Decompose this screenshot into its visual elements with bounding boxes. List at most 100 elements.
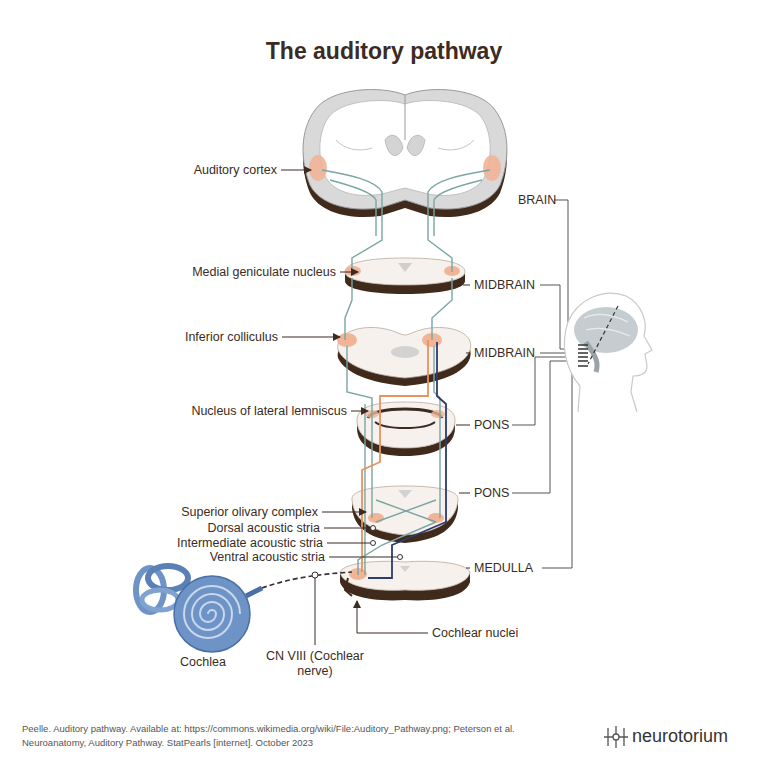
midbrain-slice (391, 346, 419, 358)
brain-section (483, 155, 501, 181)
leader-line (463, 285, 470, 286)
midbrain-slice (337, 333, 357, 347)
logo-mark (604, 726, 628, 748)
brain-section (303, 90, 507, 218)
leader-line (459, 493, 470, 494)
structure-label: Auditory cortex (194, 163, 277, 178)
cochlea-illustration (174, 576, 250, 652)
midbrain-slice (345, 266, 361, 276)
leader-line (327, 543, 370, 544)
leader-line (466, 568, 470, 569)
source-caption: Peelle. Auditory pathway. Available at: … (22, 722, 567, 750)
structure-label: Dorsal acoustic stria (207, 521, 320, 536)
level-label: MEDULLA (474, 561, 533, 576)
stria-marker (371, 541, 376, 546)
brain-section (309, 155, 327, 181)
level-bracket (512, 357, 578, 425)
auditory-pathway (322, 170, 490, 578)
level-bracket (542, 366, 578, 568)
level-tick (578, 345, 588, 366)
level-label: PONS (474, 418, 509, 433)
leader-line (315, 578, 316, 645)
logo-mark (613, 734, 619, 740)
cochlea-illustration (148, 566, 188, 590)
structure-label: Cochlea (180, 655, 226, 670)
midbrain-slice (337, 327, 471, 386)
leader-line (357, 601, 428, 633)
level-tick (578, 345, 588, 366)
medulla-slice (345, 578, 352, 596)
structure-label: Nucleus of lateral lemniscus (191, 404, 347, 419)
head-silhouette (574, 307, 638, 353)
brain-section (336, 140, 372, 150)
head-silhouette (564, 293, 652, 412)
cochlea-illustration (246, 588, 262, 596)
brain-section (385, 135, 403, 155)
structure-label: Inferior colliculus (185, 330, 278, 345)
medulla-slice (400, 566, 410, 572)
auditory-pathway (368, 342, 446, 578)
cochlear-nerve (262, 572, 352, 588)
leader-line (456, 425, 470, 426)
level-label: MIDBRAIN (474, 346, 535, 361)
brain-section (407, 135, 425, 155)
auditory-pathway (364, 404, 365, 575)
auditory-pathway (322, 170, 382, 272)
stria-marker (371, 526, 403, 560)
stria-marker (398, 555, 403, 560)
brain-section (438, 140, 474, 150)
structure-label: Intermediate acoustic stria (177, 536, 323, 551)
midbrain-slice (398, 263, 412, 272)
leader-line (281, 170, 311, 171)
midbrain-slice (338, 327, 471, 378)
medulla-slice (340, 561, 470, 600)
pons-slice (375, 422, 435, 428)
midbrain-slice (345, 258, 465, 294)
cochlear-nerve (312, 572, 318, 578)
brain-section (303, 90, 507, 210)
auditory-pathway (358, 522, 436, 575)
diagram-title: The auditory pathway (266, 38, 502, 66)
leader-line (340, 272, 358, 273)
auditory-pathway (330, 180, 376, 236)
leader-line (282, 337, 340, 338)
structure-label: Cochlear nuclei (432, 626, 518, 641)
midbrain-slice (345, 258, 465, 285)
pons-slice (431, 410, 445, 418)
cochlea-illustration (136, 566, 262, 652)
level-bracket (512, 361, 578, 493)
cochlea-illustration (184, 586, 240, 638)
auditory-pathway (347, 346, 372, 518)
logo-mark (604, 726, 628, 748)
level-label: PONS (474, 486, 509, 501)
structure-label: CN VIII (Cochlear nerve) (263, 649, 367, 679)
stria-marker (371, 526, 376, 531)
auditory-pathway (345, 278, 352, 340)
structure-label: Superior olivary complex (181, 505, 318, 520)
level-label: MIDBRAIN (474, 278, 535, 293)
leader-line (329, 557, 397, 558)
head-silhouette (584, 315, 630, 336)
level-bracket (512, 200, 578, 568)
level-label: BRAIN (518, 193, 556, 208)
leader-line (322, 512, 366, 513)
head-silhouette (564, 293, 652, 412)
leader-line (466, 353, 470, 354)
auditory-pathway (376, 500, 436, 522)
auditory-pathway (362, 340, 428, 572)
brain-section (405, 95, 406, 140)
auditory-pathway (434, 180, 482, 236)
leader-line (351, 411, 368, 412)
medulla-slice (340, 561, 470, 590)
structure-label: Ventral acoustic stria (210, 550, 325, 565)
structure-label: Medial geniculate nucleus (192, 265, 336, 280)
auditory-pathway (432, 278, 452, 340)
cochlea-illustration (142, 590, 178, 610)
leader-line (324, 528, 370, 529)
cochlear-nerve (262, 572, 352, 588)
auditory-pathway (428, 170, 490, 272)
pons-slice (398, 490, 412, 498)
head-silhouette (588, 306, 618, 364)
